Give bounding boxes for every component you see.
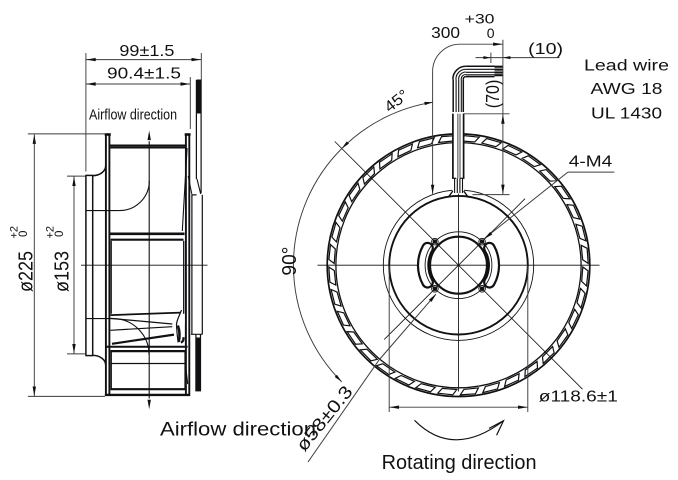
svg-text:UL 1430: UL 1430 — [591, 106, 662, 123]
svg-text:Airflow direction: Airflow direction — [160, 419, 316, 440]
svg-text:90.4±1.5: 90.4±1.5 — [107, 65, 181, 82]
svg-text:ø118.6±1: ø118.6±1 — [539, 389, 618, 406]
svg-text:ø225: ø225 — [16, 251, 38, 292]
svg-text:(10): (10) — [528, 41, 563, 58]
svg-text:+2: +2 — [9, 226, 21, 239]
svg-text:300: 300 — [431, 25, 460, 42]
svg-text:Rotating direction: Rotating direction — [382, 452, 537, 474]
svg-text:90°: 90° — [279, 247, 301, 276]
svg-text:Airflow direction: Airflow direction — [89, 108, 177, 124]
svg-text:99±1.5: 99±1.5 — [119, 43, 174, 60]
svg-text:ø153: ø153 — [52, 251, 74, 292]
svg-text:AWG 18: AWG 18 — [591, 81, 663, 98]
svg-text:4-M4: 4-M4 — [569, 154, 613, 171]
svg-text:0: 0 — [18, 231, 30, 237]
svg-text:+30: +30 — [465, 11, 495, 27]
svg-text:+2: +2 — [45, 226, 57, 239]
svg-text:0: 0 — [54, 231, 66, 237]
svg-text:0: 0 — [487, 25, 495, 41]
svg-text:(70): (70) — [483, 80, 503, 109]
svg-text:Lead wire: Lead wire — [584, 58, 669, 75]
